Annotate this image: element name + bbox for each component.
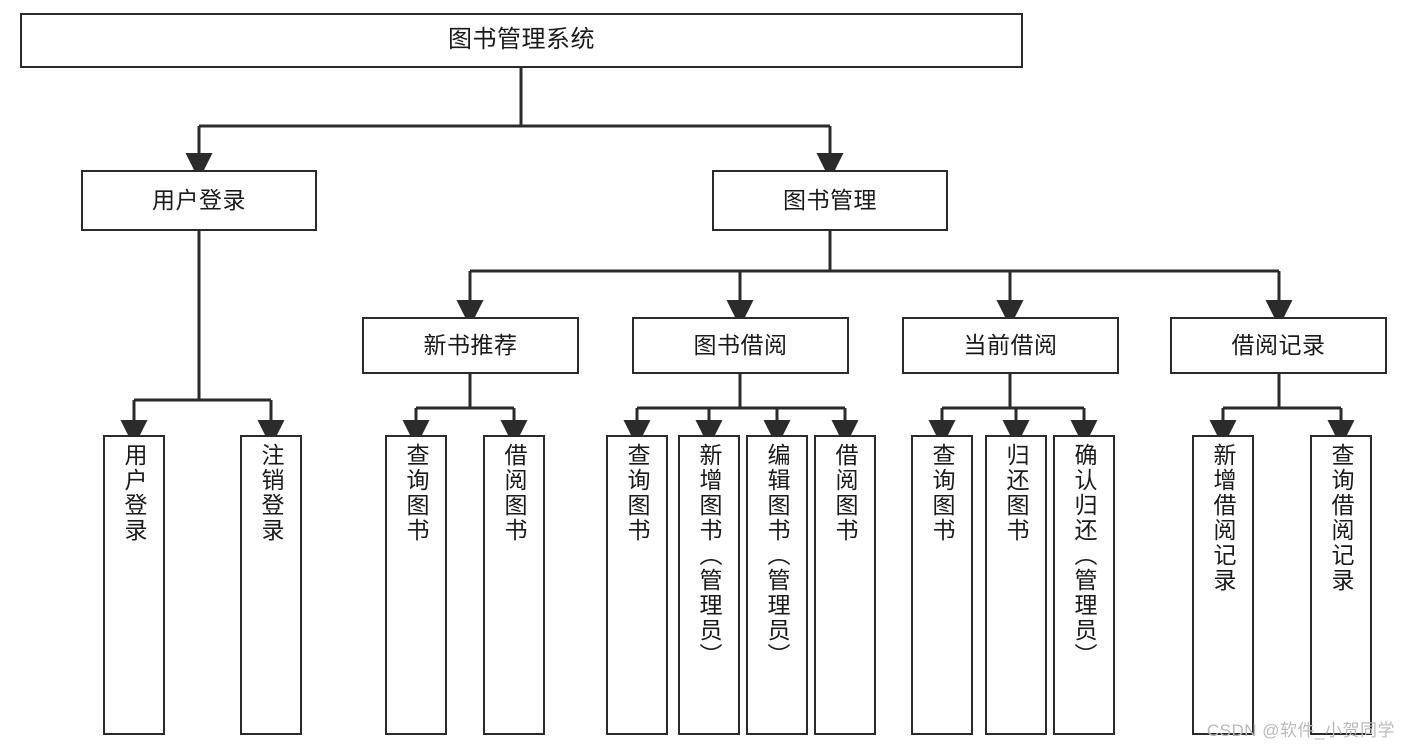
leaf-bookborrow-borrow-book[interactable]: 借阅图书 [814,435,876,735]
node-book-management[interactable]: 图书管理 [712,170,948,231]
leaf-label: 归还图书 [1003,443,1030,543]
leaf-label: 确认归还（管理员） [1071,443,1098,668]
leaf-label: 查询图书 [403,443,430,543]
leaf-label: 注销登录 [258,443,285,543]
leaf-label: 新增借阅记录 [1210,443,1237,593]
leaf-currentborrow-return-book[interactable]: 归还图书 [985,435,1047,735]
leaf-currentborrow-confirm-return-admin[interactable]: 确认归还（管理员） [1053,435,1115,735]
leaf-bookborrow-query-book[interactable]: 查询图书 [606,435,668,735]
leaf-newbook-borrow-book[interactable]: 借阅图书 [483,435,545,735]
node-user-login[interactable]: 用户登录 [81,170,317,231]
leaf-bookborrow-edit-book-admin[interactable]: 编辑图书（管理员） [746,435,808,735]
leaf-label: 用户登录 [121,443,148,543]
leaf-label: 编辑图书（管理员） [764,443,791,668]
node-book-borrow[interactable]: 图书借阅 [632,317,849,374]
leaf-bookborrow-add-book-admin[interactable]: 新增图书（管理员） [678,435,740,735]
leaf-label: 查询图书 [624,443,651,543]
leaf-record-add-borrow-record[interactable]: 新增借阅记录 [1192,435,1254,735]
node-new-book-recommend[interactable]: 新书推荐 [362,317,579,374]
leaf-currentborrow-query-book[interactable]: 查询图书 [911,435,973,735]
leaf-label: 借阅图书 [832,443,859,543]
leaf-label: 查询借阅记录 [1328,443,1355,593]
leaf-user-logout[interactable]: 注销登录 [240,435,302,735]
node-borrow-record[interactable]: 借阅记录 [1170,317,1387,374]
node-root-system[interactable]: 图书管理系统 [20,13,1023,68]
leaf-newbook-query-book[interactable]: 查询图书 [385,435,447,735]
leaf-label: 查询图书 [929,443,956,543]
leaf-label: 新增图书（管理员） [696,443,723,668]
leaf-label: 借阅图书 [501,443,528,543]
leaf-record-query-borrow-record[interactable]: 查询借阅记录 [1310,435,1372,735]
leaf-user-login[interactable]: 用户登录 [103,435,165,735]
watermark: CSDN @软件_小贺同学 [1206,721,1395,740]
node-current-borrow[interactable]: 当前借阅 [902,317,1119,374]
